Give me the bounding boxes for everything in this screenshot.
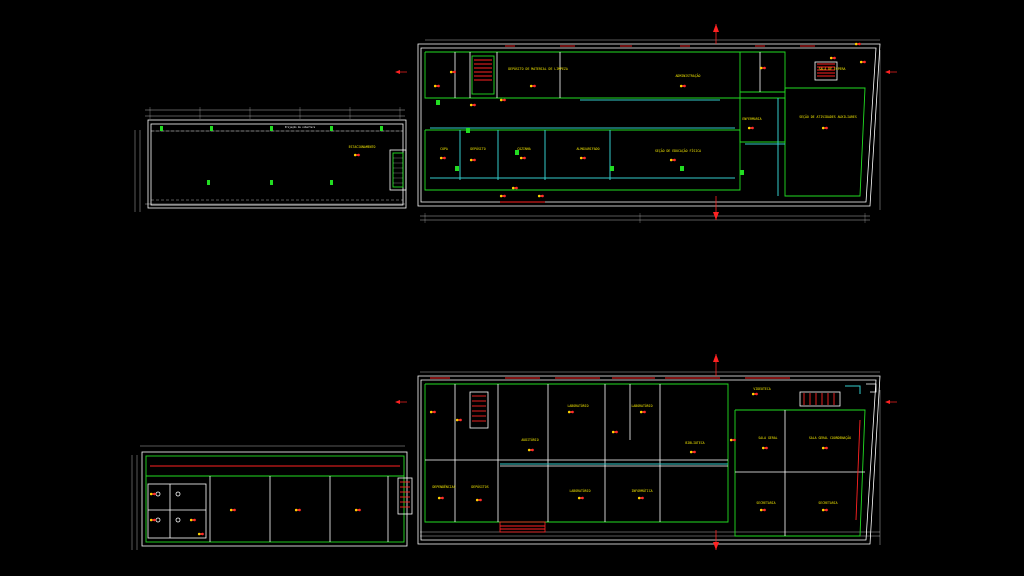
upper-dimension-lines	[134, 39, 881, 223]
upper-right-stair	[814, 61, 838, 81]
room-label-biblioteca: BIBLIOTECA	[685, 441, 704, 445]
room-label-secao-atividades-auxiliares: SEÇÃO DE ATIVIDADES AUXILIARES	[799, 114, 857, 119]
room-label-copa: COPA	[440, 147, 448, 151]
lower-room-labels: AUDITÓRIO VIDEOTECA BIBLIOTECA LABORATÓR…	[432, 387, 851, 505]
room-label-secretaria-2: SECRETARIA	[818, 501, 837, 505]
room-label-secao-educacao-fisica: SEÇÃO DE EDUCAÇÃO FÍSICA	[655, 148, 701, 153]
upper-parking-annex: Projeção da cobertura	[147, 119, 407, 209]
room-label-almoxarifado: ALMOXARIFADO	[576, 147, 599, 151]
room-label-deposito: DEPÓSITO	[470, 146, 485, 151]
upper-main-building	[417, 43, 881, 207]
lower-section-markers	[394, 354, 898, 550]
room-label-cozinha: COZINHA	[517, 147, 531, 151]
room-label-secretaria-1: SECRETARIA	[756, 501, 775, 505]
room-label-estacionamento: ESTACIONAMENTO	[349, 145, 376, 149]
room-label-laboratorio-3: LABORATÓRIO	[569, 488, 590, 493]
lower-dimension-lines	[131, 371, 881, 550]
room-label-sala-espera: SALA DE ESPERA	[819, 67, 846, 71]
room-label-informatica: INFORMÁTICA	[631, 488, 652, 493]
room-label-administracao: ADMINISTRAÇÃO	[676, 73, 701, 78]
room-label-sala-geral: SALA GERAL	[758, 436, 777, 440]
lower-main-building	[417, 375, 881, 545]
upper-section-markers	[394, 24, 898, 220]
lower-floor-plan: AUDITÓRIO VIDEOTECA BIBLIOTECA LABORATÓR…	[131, 354, 898, 550]
room-label-enfermaria: ENFERMARIA	[742, 117, 761, 121]
room-label-sala-geral-coordenacao: SALA GERAL COORDENAÇÃO	[809, 435, 851, 440]
room-label-laboratorio-2: LABORATÓRIO	[631, 403, 652, 408]
room-label-laboratorio-1: LABORATÓRIO	[567, 403, 588, 408]
lower-left-annex	[141, 451, 413, 547]
room-label-auditorio: AUDITÓRIO	[521, 437, 538, 442]
room-label-deposito-material-limpeza: DEPÓSITO DE MATERIAL DE LIMPEZA	[508, 66, 568, 71]
roof-projection-note: Projeção da cobertura	[285, 126, 316, 129]
room-label-depositos: DEPÓSITOS	[471, 484, 488, 489]
room-label-dependencias: DEPENDÊNCIAS	[432, 484, 455, 489]
room-label-videoteca: VIDEOTECA	[753, 387, 770, 391]
upper-floor-plan: Projeção da cobertura	[134, 24, 898, 223]
upper-stair	[389, 149, 407, 191]
upper-room-labels: ESTACIONAMENTO ADMINISTRAÇÃO DEPÓSITO DE…	[349, 66, 857, 153]
